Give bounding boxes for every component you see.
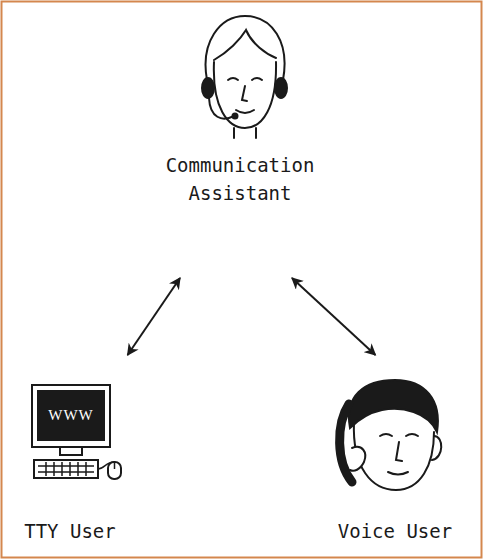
screen-text: WWW [38,391,104,440]
voice-figure [340,380,442,490]
hand [350,447,365,471]
relay-arrow [128,278,180,355]
mouth [236,110,254,113]
neck [234,128,256,138]
monitor [32,385,110,447]
assistant-node: Communication Assistant [140,10,340,275]
hair-fringe [214,30,276,60]
eye [406,434,418,436]
keyboard [34,460,98,478]
mouse [108,462,121,479]
ear [432,436,441,460]
headset-mic-tip [233,114,238,119]
headset-mic [209,98,234,119]
keyboard-keys [38,462,94,476]
eye [380,434,392,436]
nose [396,442,402,461]
computer-icon [32,385,121,479]
node-label: Voice User [325,517,465,545]
voice-user-node: Voice User [325,358,465,551]
node-label: TTY User [10,517,130,545]
tty-user-node: TTY User [10,358,130,551]
hair-outline [206,16,285,80]
monitor-screen [38,391,104,440]
monitor-stand [60,447,82,455]
headset-earpiece [275,78,287,98]
relay-arrow [292,278,375,355]
node-label: Communication Assistant [140,151,340,207]
assistant-figure [202,16,287,138]
hair [349,380,438,432]
eye [228,78,238,80]
headset-earpiece [202,78,214,98]
eye [252,78,262,80]
mouse-button [114,462,116,469]
mouth [388,472,408,475]
nose [242,86,247,101]
